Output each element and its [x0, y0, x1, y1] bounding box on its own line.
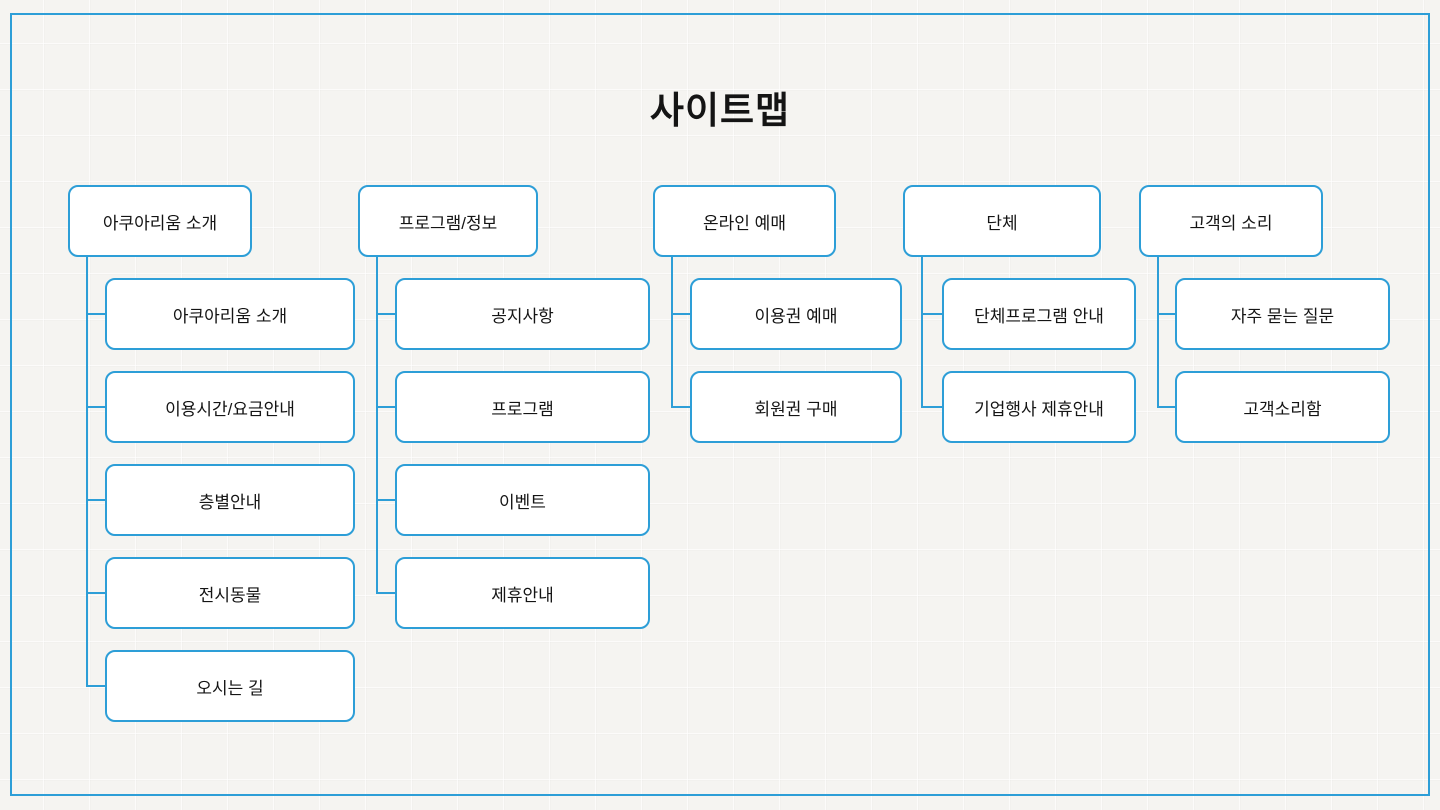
connector-stub-line — [921, 406, 942, 408]
connector-vertical-line — [86, 255, 88, 687]
sitemap-parent-node: 고객의 소리 — [1139, 185, 1323, 257]
connector-stub-line — [86, 499, 105, 501]
connector-stub-line — [376, 592, 395, 594]
sitemap-child-node: 공지사항 — [395, 278, 650, 350]
connector-stub-line — [671, 406, 690, 408]
connector-stub-line — [376, 406, 395, 408]
connector-vertical-line — [671, 255, 673, 408]
sitemap-child-node: 기업행사 제휴안내 — [942, 371, 1136, 443]
sitemap-child-node: 아쿠아리움 소개 — [105, 278, 355, 350]
connector-stub-line — [86, 313, 105, 315]
connector-vertical-line — [921, 255, 923, 408]
sitemap-child-node: 제휴안내 — [395, 557, 650, 629]
sitemap-child-node: 단체프로그램 안내 — [942, 278, 1136, 350]
sitemap-child-node: 이용권 예매 — [690, 278, 902, 350]
connector-vertical-line — [376, 255, 378, 594]
connector-stub-line — [1157, 313, 1175, 315]
connector-stub-line — [376, 313, 395, 315]
sitemap-child-node: 고객소리함 — [1175, 371, 1390, 443]
sitemap-child-node: 전시동물 — [105, 557, 355, 629]
connector-stub-line — [671, 313, 690, 315]
sitemap-parent-node: 아쿠아리움 소개 — [68, 185, 252, 257]
sitemap-child-node: 이벤트 — [395, 464, 650, 536]
sitemap-child-node: 오시는 길 — [105, 650, 355, 722]
sitemap-parent-node: 프로그램/정보 — [358, 185, 538, 257]
sitemap-parent-node: 단체 — [903, 185, 1101, 257]
sitemap-child-node: 회원권 구매 — [690, 371, 902, 443]
sitemap-parent-node: 온라인 예매 — [653, 185, 836, 257]
connector-vertical-line — [1157, 255, 1159, 408]
connector-stub-line — [86, 406, 105, 408]
connector-stub-line — [1157, 406, 1175, 408]
sitemap-child-node: 프로그램 — [395, 371, 650, 443]
connector-stub-line — [921, 313, 942, 315]
sitemap-child-node: 자주 묻는 질문 — [1175, 278, 1390, 350]
sitemap-child-node: 층별안내 — [105, 464, 355, 536]
connector-stub-line — [86, 592, 105, 594]
page-title: 사이트맵 — [649, 90, 791, 131]
sitemap-child-node: 이용시간/요금안내 — [105, 371, 355, 443]
connector-stub-line — [376, 499, 395, 501]
connector-stub-line — [86, 685, 105, 687]
